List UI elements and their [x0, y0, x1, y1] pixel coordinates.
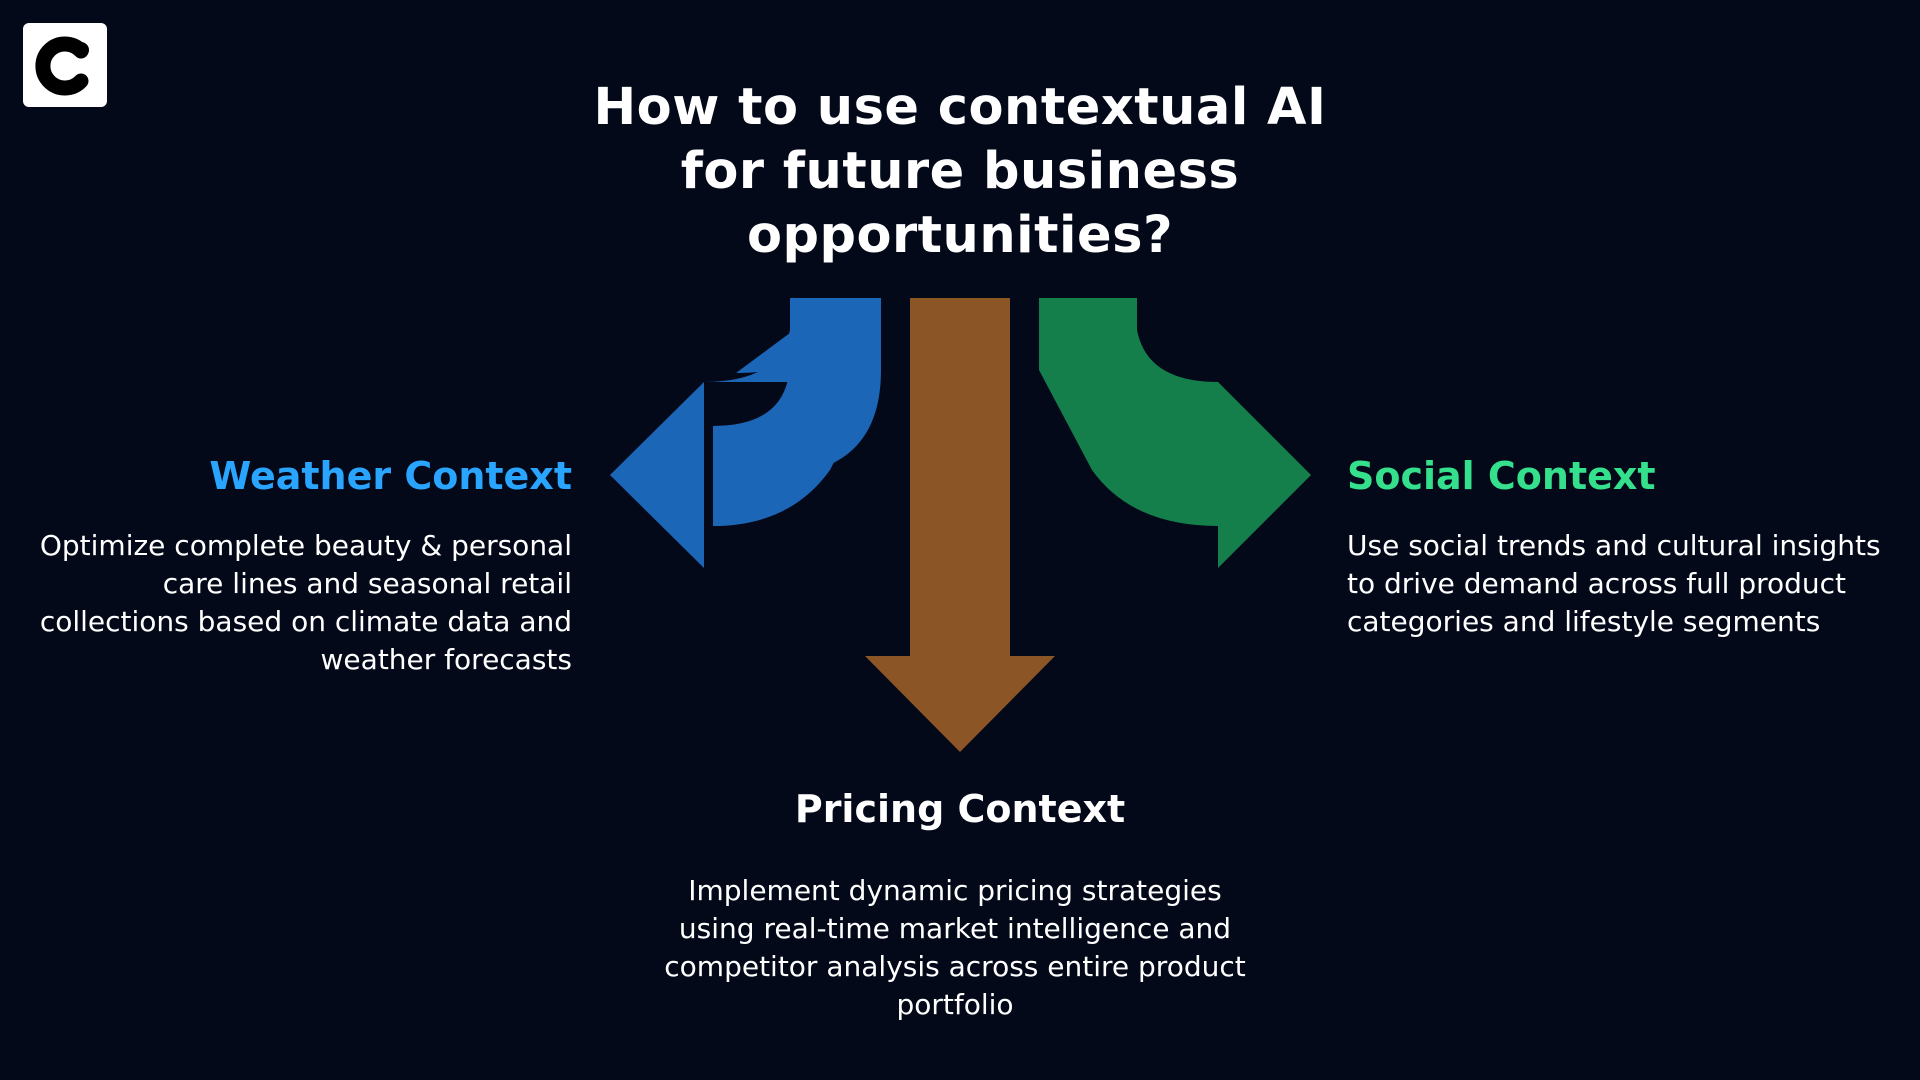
- pricing-context-heading: Pricing Context: [794, 787, 1126, 831]
- c-logo-icon: [35, 36, 89, 96]
- weather-arrow: [610, 298, 881, 568]
- brand-logo: [23, 23, 107, 107]
- weather-context-description: Optimize complete beauty & personal care…: [39, 529, 572, 676]
- pricing-context-description: Implement dynamic pricing strategies usi…: [664, 874, 1246, 1021]
- social-arrow: [1039, 298, 1311, 568]
- page-title: How to use contextual AI for future busi…: [593, 78, 1327, 265]
- social-context-heading: Social Context: [1347, 454, 1656, 498]
- pricing-arrow: [865, 298, 1055, 752]
- weather-context-heading: Weather Context: [209, 454, 572, 498]
- social-context-description: Use social trends and cultural insights …: [1347, 529, 1881, 638]
